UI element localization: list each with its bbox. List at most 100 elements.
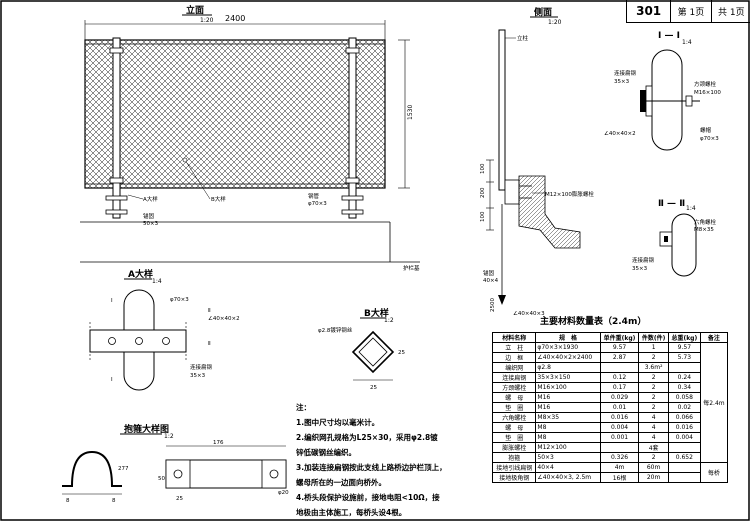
table-cell (667, 362, 701, 373)
side-title: 侧面 (534, 6, 552, 18)
table-cell: M8 (535, 422, 601, 433)
a-label-2: 连接扁钢 (190, 363, 213, 371)
clamp-detail: 抱箍大样图 1:2 277 8 8 176 50 25 φ20 (62, 423, 289, 504)
table-cell: 0.34 (667, 382, 701, 393)
side-dim-2500: 2500 (490, 298, 496, 312)
table-cell: 连接扁钢 (491, 372, 537, 383)
table-header-row: 材料名称规 格单件重(kg)件数(件)总重(kg)备注 (491, 332, 729, 343)
s2-label-0: 六角螺栓 (694, 218, 717, 226)
section-2-2: Ⅱ — Ⅱ 1:4 六角螺栓 M8×35 连接扁钢 35×3 (632, 199, 717, 277)
detail-b-scale: 1:2 (384, 317, 394, 324)
b-label-wire: φ2.8镀锌钢丝 (318, 326, 353, 334)
table-cell: 4 (638, 432, 669, 443)
section1-scale: 1:4 (682, 39, 692, 46)
left-post (112, 37, 121, 219)
b-dim-h: 25 (370, 385, 377, 391)
table-cell: 垫 圈 (491, 432, 537, 443)
side-label-anchor-spec: 40×4 (483, 278, 499, 284)
callout-anchor-size: 50×3 (143, 221, 159, 227)
table-cell: 垫 圈 (491, 402, 537, 413)
a-mark-ii-top: Ⅱ (208, 308, 211, 314)
detail-a: A大样 1:4 φ70×3 ∠40×40×2 连接扁钢 35×3 I I Ⅱ Ⅱ (89, 268, 240, 391)
table-header-cell: 总重(kg) (667, 332, 701, 343)
table-cell: 0.029 (599, 392, 640, 403)
table-cell: φ70×3×1930 (535, 342, 601, 353)
mesh-panel (84, 39, 386, 189)
table-cell: 0.004 (599, 422, 640, 433)
callout-a: A大样 (143, 195, 158, 203)
side-post (498, 29, 506, 191)
section1-title: I — I (658, 31, 680, 41)
table-header-cell: 备注 (699, 332, 729, 343)
clamp-dim-50: 50 (158, 476, 165, 482)
table-cell: 9.57 (599, 342, 640, 353)
table-cell: M8×35 (535, 412, 601, 423)
callout-steel: 钢管 (308, 192, 320, 200)
table-cell: 0.058 (667, 392, 701, 403)
remark-cell: 每2.4m (699, 342, 729, 463)
height-dimension: 1530 (407, 105, 414, 120)
s1-label-6: φ70×3 (700, 136, 719, 142)
table-cell: 0.004 (667, 432, 701, 443)
clamp-scale: 1:2 (164, 433, 174, 440)
table-cell: 16根 (599, 472, 640, 483)
table-cell: 方颈螺栓 (491, 382, 537, 393)
table-cell: 2 (638, 352, 669, 363)
notes-block: 注： 1.图中尺寸均以毫米计。 2.编织网孔规格为L25×30，采用φ2.8镀 … (296, 400, 482, 520)
table-cell: ∠40×40×2×2400 (535, 352, 601, 363)
section2-title: Ⅱ — Ⅱ (658, 199, 685, 209)
table-cell: M12×100 (535, 442, 601, 453)
table-cell: 2 (638, 392, 669, 403)
table-cell: 0.17 (599, 382, 640, 393)
table-cell: 螺 母 (491, 392, 537, 403)
clamp-title: 抱箍大样图 (124, 423, 169, 435)
table-cell: 0.001 (599, 432, 640, 443)
table-cell: 1 (638, 342, 669, 353)
table-cell: 接地极角钢 (491, 472, 537, 483)
table-cell: 35×3×150 (535, 372, 601, 383)
table-cell: 螺 母 (491, 422, 537, 433)
section2-scale: 1:4 (686, 205, 696, 212)
a-mark-i-top: I (111, 298, 113, 304)
table-cell: 0.016 (667, 422, 701, 433)
note-line: 2.编织网孔规格为L25×30，采用φ2.8镀 (296, 433, 438, 442)
note-line: 1.图中尺寸均以毫米计。 (296, 418, 380, 427)
width-dimension: 2400 (225, 14, 245, 23)
a-label-3: 35×3 (190, 373, 206, 379)
table-header-cell: 单件重(kg) (599, 332, 640, 343)
note-line: 3.加装连接扁钢按此支线上路桥边护栏顶上， (296, 463, 447, 472)
s1-label-0: 连接扁钢 (614, 69, 637, 77)
table-cell: 4套 (638, 442, 669, 453)
side-label-post: 立柱 (517, 34, 529, 42)
s2-label-2: 连接扁钢 (632, 256, 655, 264)
side-dim-200: 200 (480, 187, 486, 198)
side-scale: 1:20 (548, 19, 562, 26)
table-cell: 0.12 (599, 372, 640, 383)
table-cell (599, 442, 640, 453)
side-view: 侧面 1:20 立柱 M12×100膨胀螺栓 100 200 100 2500 … (480, 6, 594, 317)
table-cell: M16 (535, 392, 601, 403)
table-cell: 边 框 (491, 352, 537, 363)
detail-b: B大样 1:2 φ2.8镀锌钢丝 25 25 (318, 307, 405, 391)
table-cell (667, 472, 701, 483)
note-line: 螺母所在的一边面向桥外。 (296, 478, 386, 487)
note-line: 地极由主体施工，每桥头设4根。 (296, 508, 407, 517)
detail-a-title: A大样 (128, 268, 153, 280)
s1-label-1: 35×3 (614, 79, 630, 85)
a-label-1: ∠40×40×2 (208, 315, 240, 322)
s1-label-3: M16×100 (694, 90, 721, 96)
table-cell: M8 (535, 432, 601, 443)
table-cell: φ2.8 (535, 362, 601, 373)
side-bolt: M12×100膨胀螺栓 (545, 190, 594, 198)
table-cell: ∠40×40×3, 2.5m (535, 472, 601, 483)
